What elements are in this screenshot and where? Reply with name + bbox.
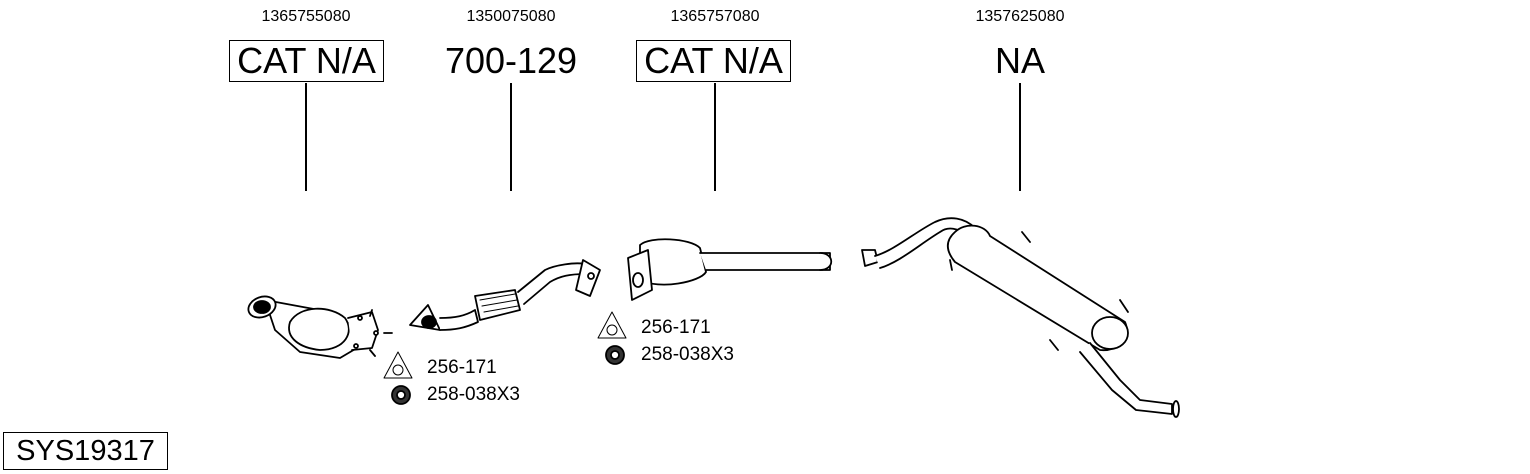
part-number: 1350075080 bbox=[466, 8, 556, 25]
front-catalytic-converter-drawing bbox=[247, 295, 393, 359]
gasket-part-number[interactable]: 256-171 bbox=[641, 317, 711, 338]
part-label[interactable]: CAT N/A bbox=[636, 40, 791, 82]
leader-line bbox=[510, 83, 512, 191]
part-label[interactable]: CAT N/A bbox=[229, 40, 384, 82]
nut-icon bbox=[605, 345, 625, 365]
leader-line bbox=[1019, 83, 1021, 191]
gasket-part-number[interactable]: 256-171 bbox=[427, 357, 497, 378]
front-pipe-drawing bbox=[409, 259, 601, 331]
leader-line bbox=[305, 83, 307, 191]
part-label[interactable]: 700-129 bbox=[444, 40, 578, 81]
nut-part-number[interactable]: 258-038X3 bbox=[427, 384, 520, 405]
catalytic-converter-drawing bbox=[627, 238, 833, 301]
system-id: SYS19317 bbox=[3, 432, 168, 470]
part-label[interactable]: NA bbox=[994, 40, 1045, 81]
part-number: 1365755080 bbox=[261, 8, 351, 25]
gasket-icon bbox=[597, 311, 627, 339]
gasket-icon bbox=[383, 351, 413, 379]
part-number: 1365757080 bbox=[670, 8, 760, 25]
part-number: 1357625080 bbox=[975, 8, 1065, 25]
rear-muffler-drawing bbox=[861, 217, 1180, 418]
nut-part-number[interactable]: 258-038X3 bbox=[641, 344, 734, 365]
leader-line bbox=[714, 83, 716, 191]
nut-icon bbox=[391, 385, 411, 405]
